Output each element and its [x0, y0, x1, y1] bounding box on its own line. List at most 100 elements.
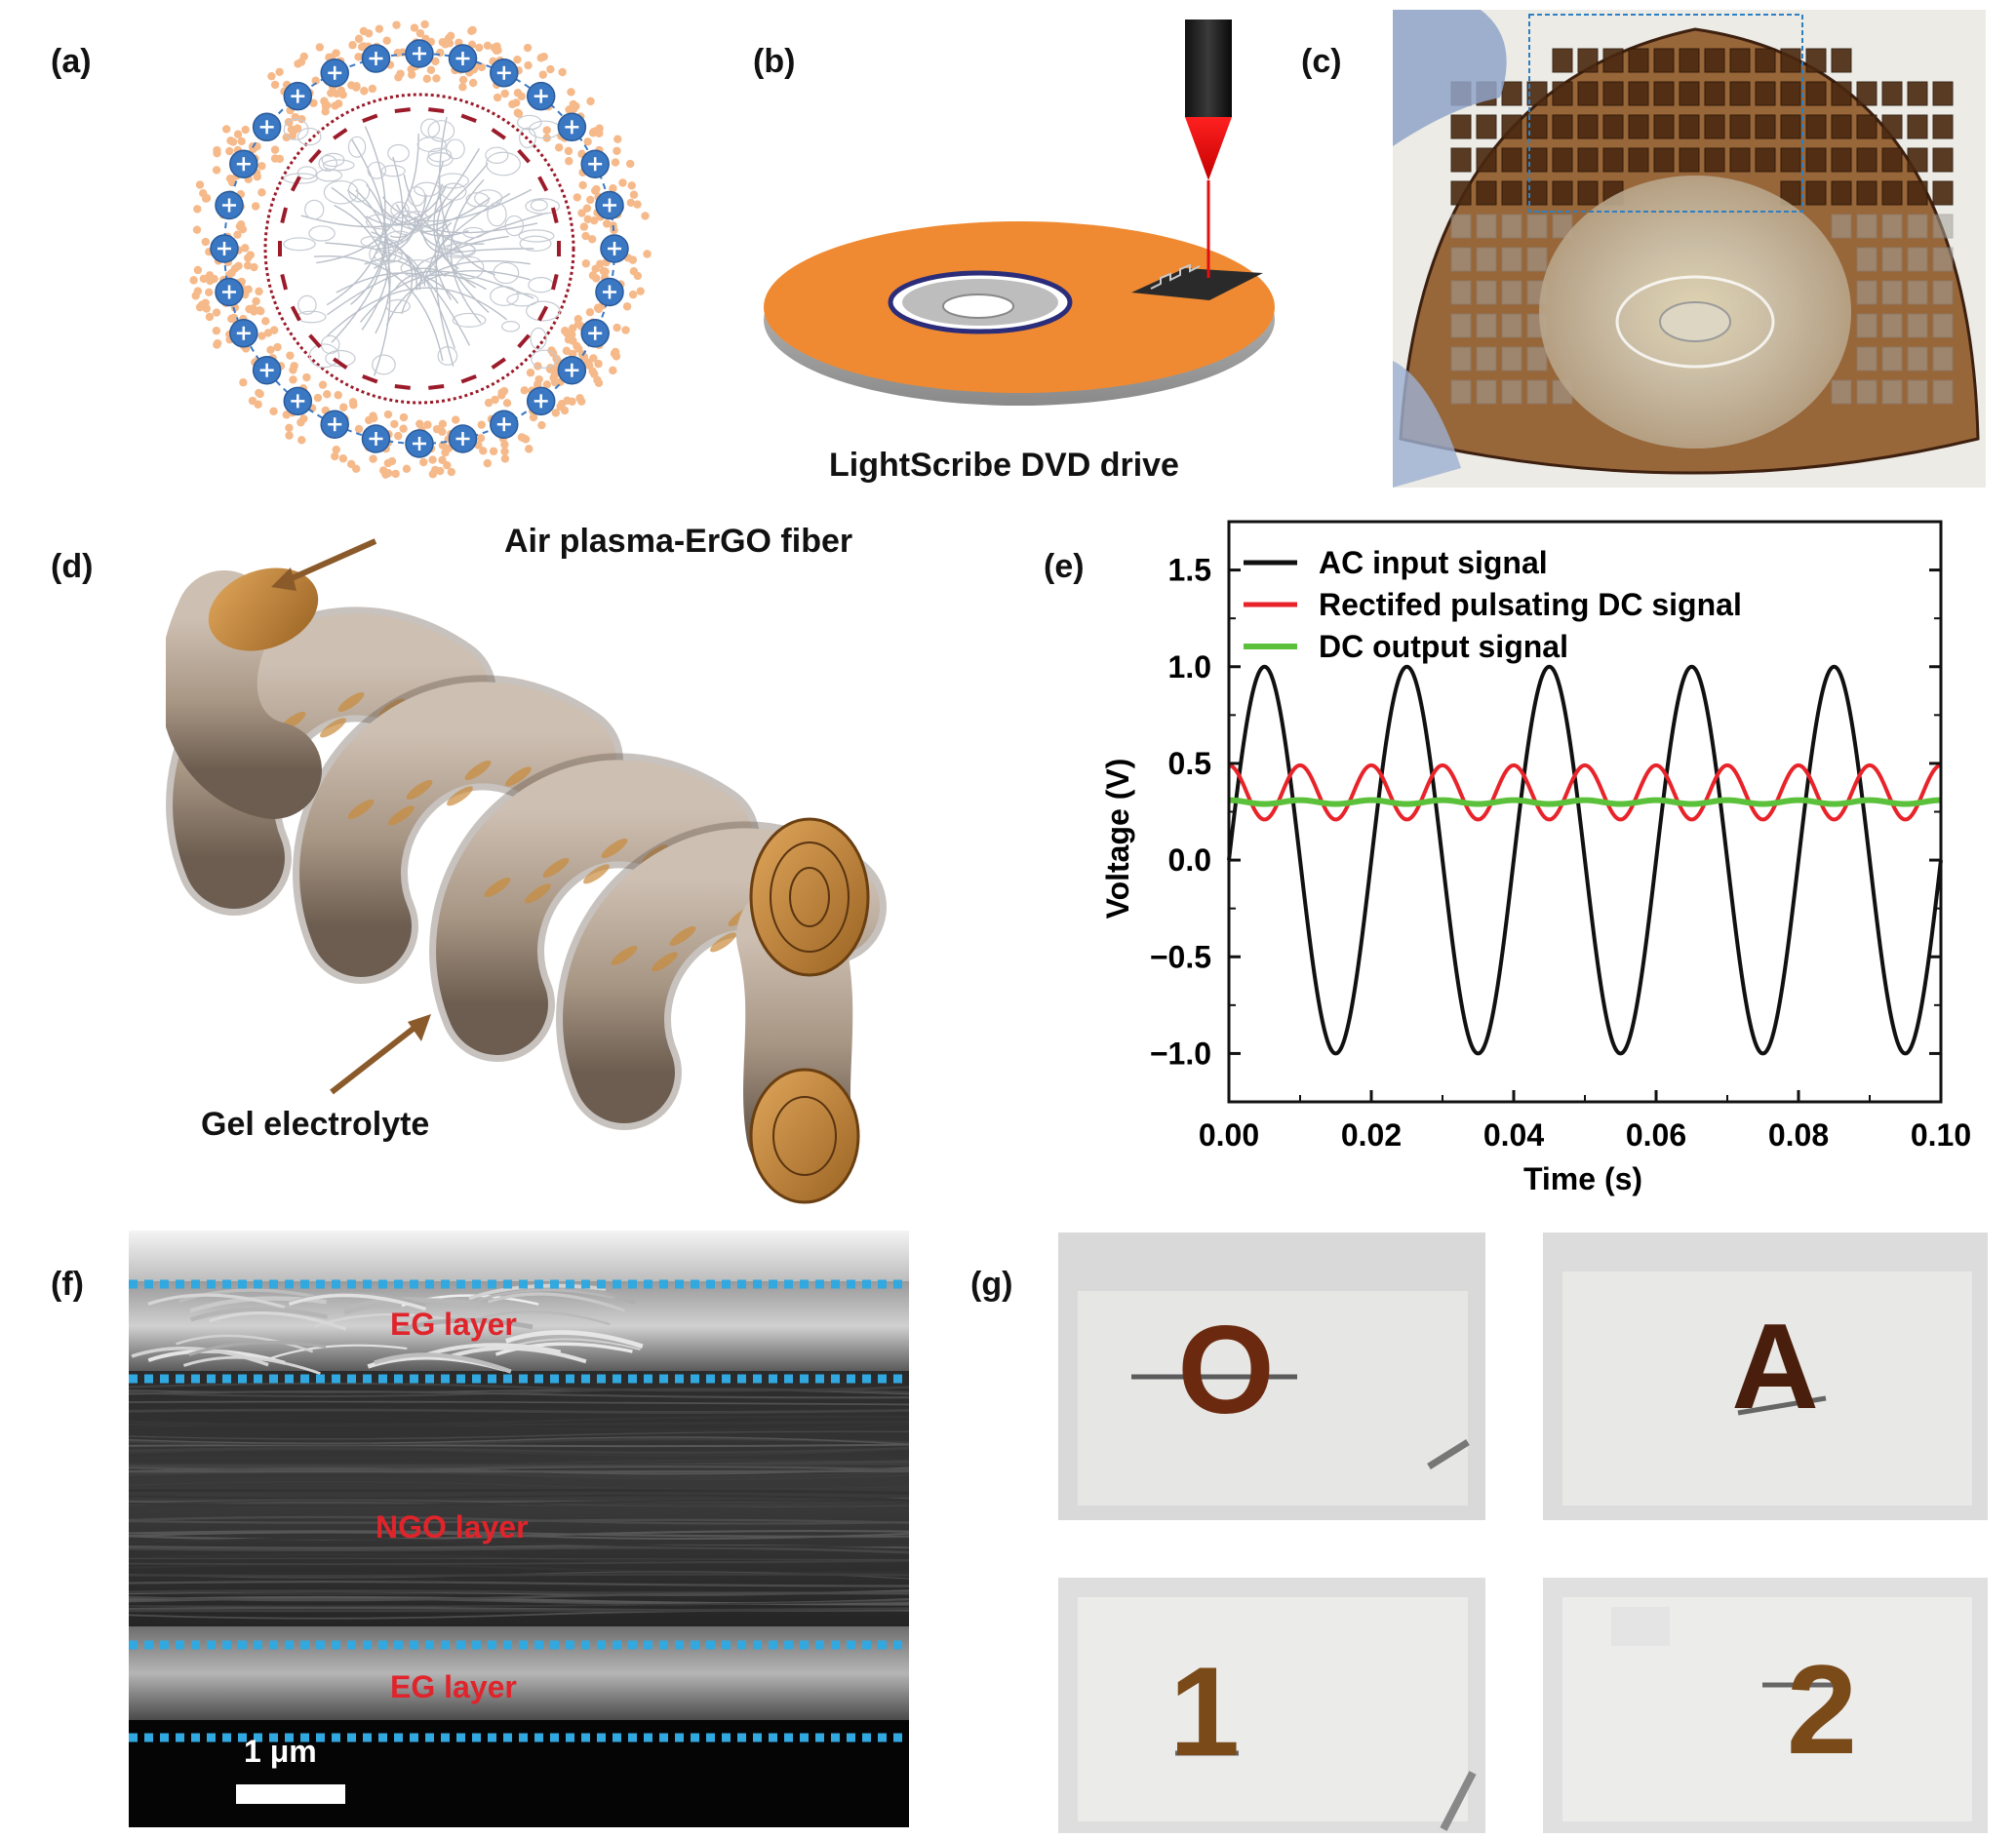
negative-charge	[491, 128, 506, 140]
electrode-cell	[1831, 48, 1852, 73]
electrolyte-dot	[520, 386, 529, 395]
panel-c-photo	[1393, 10, 1986, 488]
electrode-boundary	[263, 93, 575, 405]
electrode-cell	[1881, 180, 1903, 206]
zoom-box	[1528, 14, 1803, 213]
electrode-cell	[1552, 214, 1573, 239]
electrolyte-dot	[525, 445, 534, 453]
electrode-cell	[1907, 379, 1928, 405]
electrolyte-dot	[365, 415, 374, 425]
electrolyte-dot	[226, 137, 235, 145]
electrolyte-dot	[426, 65, 436, 75]
electrode-cell	[1831, 81, 1852, 106]
electrolyte-dot	[438, 441, 448, 450]
electrode-cell	[1577, 180, 1599, 206]
electrolyte-dot	[338, 90, 347, 99]
electrolyte-dot	[438, 455, 447, 465]
printed-digit: 2	[1786, 1638, 1858, 1780]
electrode-cell	[1526, 147, 1548, 173]
electrolyte-dot	[269, 326, 279, 334]
laser-cone	[1185, 117, 1232, 180]
electrode-cell	[1577, 114, 1599, 139]
electrolyte-dot	[613, 146, 621, 155]
electrolyte-dot	[352, 83, 361, 92]
electrode-cell	[1856, 214, 1878, 239]
electrolyte-dot	[636, 287, 645, 295]
electrode-cell	[1552, 48, 1573, 73]
electrode-cell	[1831, 180, 1852, 206]
electrolyte-dot	[609, 366, 617, 375]
legend-label: Rectifed pulsating DC signal	[1319, 587, 1742, 622]
series-line-1	[1227, 664, 1943, 1056]
photo-letter-a: A	[1543, 1233, 1988, 1520]
electrolyte-dot	[255, 287, 263, 296]
electrolyte-dot	[383, 458, 393, 468]
electrode-cell	[1881, 147, 1903, 173]
positive-ion	[448, 424, 478, 453]
positive-ion	[557, 355, 587, 385]
electrolyte-dot	[611, 158, 620, 167]
electrode-cell	[1450, 147, 1472, 173]
positive-ion	[215, 277, 244, 307]
electrode-cell	[1501, 180, 1522, 206]
negative-charge	[280, 273, 289, 291]
electrolyte-dot	[311, 76, 320, 85]
y-tick-label: −1.0	[1150, 1036, 1211, 1071]
electrode-cell	[1552, 114, 1573, 139]
electrolyte-dot	[595, 129, 604, 137]
arrow-gel-head	[408, 1014, 431, 1041]
electrode-cell	[1628, 147, 1649, 173]
electrolyte-dot	[253, 172, 261, 181]
electrode-cell	[1907, 214, 1928, 239]
glove-bottom	[1393, 361, 1461, 488]
electrolyte-dot	[195, 180, 205, 189]
electrolyte-dot	[205, 312, 215, 322]
electrode-cell	[1856, 379, 1878, 405]
electrolyte-dot	[627, 181, 636, 190]
electrode-cell	[1881, 379, 1903, 405]
electrode-cell	[1577, 147, 1599, 173]
electrolyte-dot	[432, 74, 441, 83]
electrode-cell	[1653, 48, 1675, 73]
electrolyte-dot	[613, 135, 622, 143]
electrolyte-dot	[538, 70, 547, 79]
positive-ion	[526, 386, 556, 416]
electrolyte-dot	[339, 403, 348, 411]
electrolyte-dot	[354, 34, 364, 44]
electrolyte-dot	[573, 193, 581, 202]
electrolyte-dot	[581, 259, 591, 268]
positive-ion	[448, 44, 478, 73]
electrolyte-dot	[592, 184, 601, 194]
electrode-cell	[1501, 280, 1522, 305]
electrolyte-dot	[213, 145, 221, 155]
electrode-cell	[1907, 280, 1928, 305]
electrode-cell	[1755, 114, 1776, 139]
arrow-fiber-line	[279, 538, 377, 586]
electrolyte-dot	[562, 346, 572, 356]
electrolyte-dot	[251, 202, 260, 211]
electrolyte-dot	[436, 466, 445, 476]
electrolyte-dot	[582, 204, 592, 213]
electrolyte-dot	[621, 326, 630, 334]
electrode-cell	[1450, 214, 1472, 239]
electrolyte-dot	[369, 454, 377, 463]
electrolyte-dot	[592, 274, 601, 283]
electrode-cell	[1831, 114, 1852, 139]
electrolyte-dot	[296, 418, 305, 427]
electrolyte-dot	[613, 323, 621, 333]
electrode-cell	[1501, 81, 1522, 106]
electrolyte-dot	[475, 43, 484, 53]
electrolyte-dot	[269, 407, 278, 416]
electrode-cell	[1476, 114, 1497, 139]
y-axis-label: Voltage (V)	[1100, 759, 1135, 920]
electrolyte-dot	[257, 332, 266, 340]
electrolyte-dot	[641, 212, 650, 220]
electrolyte-dot	[286, 351, 295, 360]
positive-ion	[557, 112, 587, 142]
negative-charge	[537, 176, 549, 192]
electrolyte-dot	[587, 235, 597, 244]
electrolyte-dot	[524, 60, 533, 70]
electrode-array	[1450, 48, 1954, 405]
electrolyte-dot	[193, 205, 202, 214]
positive-ion	[252, 112, 282, 142]
